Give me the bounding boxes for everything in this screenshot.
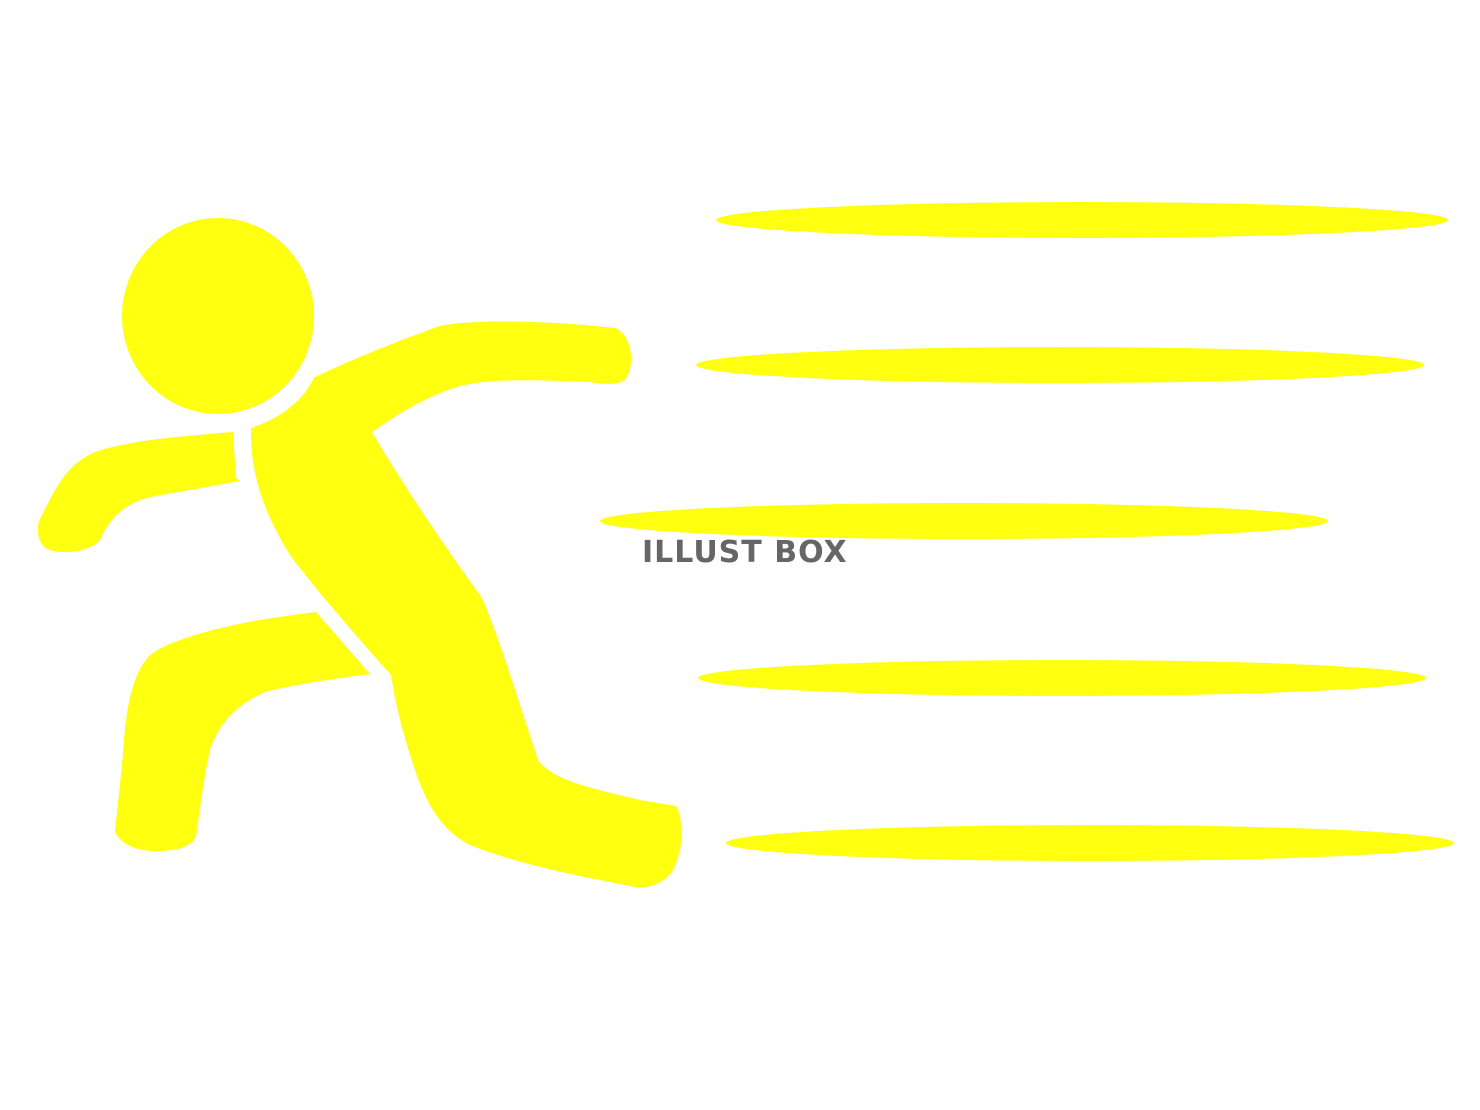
running-person-icon (37, 218, 682, 888)
person-front-arm (313, 321, 632, 432)
motion-line (600, 503, 1328, 539)
watermark-text: ILLUST BOX (642, 535, 848, 570)
person-back-leg (115, 612, 370, 852)
motion-line (698, 660, 1426, 696)
person-head (122, 218, 314, 414)
motion-line (716, 202, 1448, 238)
motion-line (726, 825, 1454, 861)
person-back-arm (37, 432, 240, 553)
motion-line (696, 347, 1424, 383)
person-torso-front-leg (250, 380, 682, 888)
motion-lines (600, 202, 1454, 861)
